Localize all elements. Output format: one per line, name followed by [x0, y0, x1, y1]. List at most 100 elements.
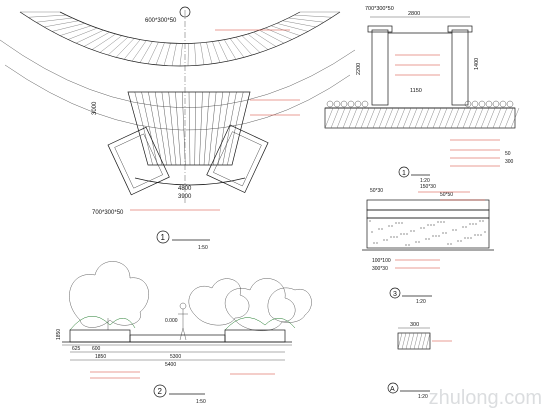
det3-slab-dots — [369, 220, 486, 246]
aggregate-dot — [373, 242, 375, 244]
aggregate-dot — [390, 236, 392, 238]
deck-board — [199, 91, 203, 166]
sec-hatch-line — [402, 107, 412, 129]
pebble — [361, 100, 369, 108]
brick-hatch-line — [206, 42, 213, 64]
aggregate-dot — [438, 235, 440, 237]
aggregate-dot — [400, 233, 402, 235]
sec-hatch-line — [324, 107, 334, 129]
sec-hatch-line — [432, 107, 442, 129]
aggregate-dot — [406, 233, 408, 235]
plan-dim-left: 3000 — [92, 101, 98, 115]
outer-arc-2 — [4, 64, 351, 131]
det3-board — [366, 199, 490, 211]
deck-board — [213, 91, 224, 166]
aggregate-dot — [477, 234, 479, 236]
aggregate-dot — [475, 223, 477, 225]
deck-board — [227, 91, 244, 166]
elev-planter-left — [69, 329, 131, 343]
brick-hatch-line — [35, 17, 73, 23]
detA-hatch-line — [413, 332, 419, 350]
view-1-num: 1 — [161, 233, 166, 242]
elev-dim-w2: 600 — [92, 346, 101, 352]
brick-hatch-line — [200, 42, 205, 65]
aggregate-dot — [430, 224, 432, 226]
human-figure — [178, 302, 188, 341]
elevation-view: 0.000 1850 625 600 1850 5300 5400 2 1:50 — [56, 261, 312, 405]
brick-hatch-line — [235, 37, 253, 56]
brick-hatch-line — [218, 40, 229, 62]
left-bench — [107, 126, 170, 196]
deck-front-arc — [134, 177, 246, 186]
detA-block — [397, 332, 431, 350]
detA-hatch-line — [417, 332, 423, 350]
pebble — [347, 100, 355, 108]
aggregate-dot — [443, 221, 445, 223]
det3-num: 3 — [393, 291, 397, 298]
aggregate-dot — [432, 235, 434, 237]
brick-hatch-line — [43, 20, 79, 28]
elev-dim-w3: 5300 — [170, 354, 181, 360]
section-view: 700*300*50 2800 2200 1400 1150 50 300 1 … — [324, 6, 520, 184]
sec-hatch-line — [426, 107, 436, 129]
pebble — [492, 100, 500, 108]
sec-hatch-line — [390, 107, 400, 129]
sec-scale: 1:20 — [420, 178, 430, 184]
tree-right — [267, 287, 312, 323]
sec-hatch-line — [438, 107, 448, 129]
sec-hatch-line — [450, 107, 460, 129]
sec-hatch-line — [480, 107, 490, 129]
deck-board — [175, 91, 181, 166]
aggregate-dot — [462, 226, 464, 228]
det3-joist — [366, 209, 490, 219]
sec-hatch-line — [456, 107, 466, 129]
det3-dim-d: 100*100 — [372, 258, 391, 264]
shrub-left — [69, 316, 136, 331]
brick-hatch-line — [107, 36, 129, 56]
brick-hatch-line — [83, 32, 110, 47]
sec-base — [324, 107, 516, 129]
plan-dim-bottom: 700*300*50 — [92, 210, 124, 216]
deck-board — [194, 91, 196, 166]
sec-hatch-line — [414, 107, 424, 129]
sec-hatch-line — [330, 107, 340, 129]
sec-hatch-line — [510, 107, 520, 129]
aggregate-dot — [398, 222, 400, 224]
aggregate-dot — [442, 232, 444, 234]
brick-hatch-line — [91, 33, 116, 50]
detA-hatch-line — [425, 332, 431, 350]
aggregate-dot — [467, 237, 469, 239]
sec-hatch-line — [408, 107, 418, 129]
aggregate-dot — [428, 238, 430, 240]
brick-hatch-line — [259, 30, 285, 44]
view-2-bubble — [153, 384, 167, 398]
sec-hatch-line — [360, 107, 370, 129]
deck-board — [154, 91, 167, 166]
aggregate-dot — [440, 221, 442, 223]
sec-hatch-line — [468, 107, 478, 129]
brick-hatch-line — [271, 25, 301, 36]
brick-hatch-line — [171, 43, 177, 66]
aggregate-dot — [465, 226, 467, 228]
aggregate-dot — [445, 232, 447, 234]
aggregate-dot — [415, 241, 417, 243]
brick-hatch-line — [75, 30, 104, 44]
plan-north-mark — [179, 6, 191, 18]
detA-dim: 300 — [410, 322, 419, 328]
aggregate-dot — [408, 244, 410, 246]
deck-board — [203, 91, 210, 166]
aggregate-dot — [418, 241, 420, 243]
aggregate-dot — [464, 237, 466, 239]
sec-dim-side: 1400 — [474, 58, 480, 70]
view-2-num: 2 — [158, 387, 163, 396]
deck-board — [222, 91, 237, 166]
aggregate-dot — [371, 231, 373, 233]
brick-hatch-line — [212, 41, 221, 63]
aggregate-dot — [393, 236, 395, 238]
detA-hatch — [397, 332, 431, 350]
deck-board — [217, 91, 230, 166]
detA-hatch-line — [397, 332, 403, 350]
sec-hatch-line — [372, 107, 382, 129]
plan-view: 600*300*50 3000 4800 3900 700*300*50 1 1… — [0, 6, 356, 251]
pebble — [478, 100, 486, 108]
